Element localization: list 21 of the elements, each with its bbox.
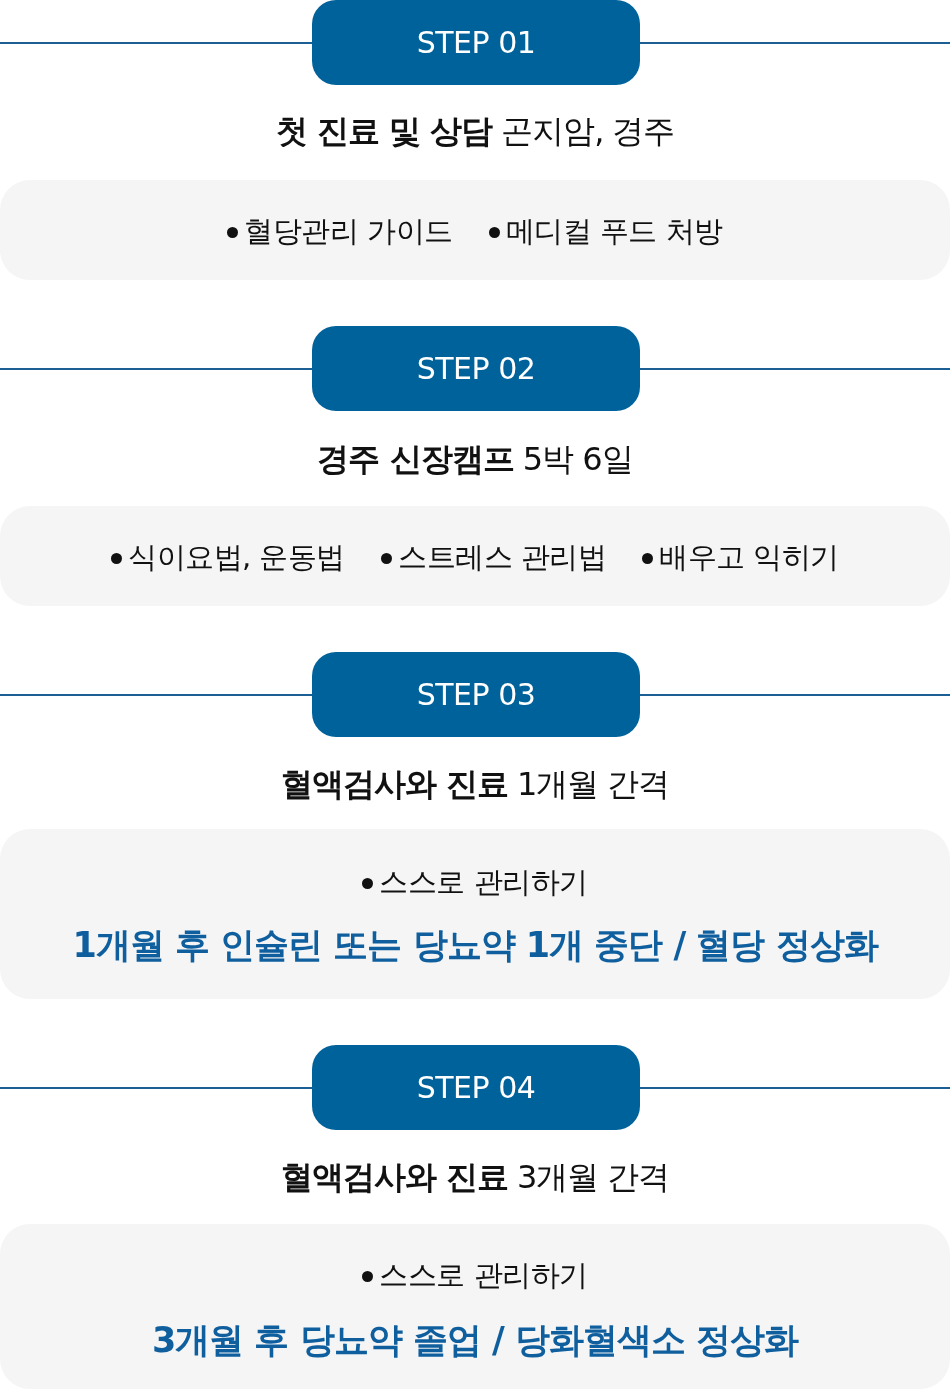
highlight-text: 1개월 후 인슐린 또는 당뇨약 1개 중단 / 혈당 정상화 — [71, 923, 880, 967]
step-title: 첫 진료 및 상담 곤지암, 경주 — [274, 111, 676, 152]
list-item-text: 식이요법, 운동법 — [128, 539, 345, 576]
info-panel — [0, 1224, 950, 1389]
step-title: 혈액검사와 진료 1개월 간격 — [279, 764, 671, 805]
step-title: 혈액검사와 진료 3개월 간격 — [279, 1157, 671, 1198]
step-title: 경주 신장캠프 5박 6일 — [316, 439, 634, 480]
list-item-text: 스트레스 관리법 — [398, 539, 607, 576]
list-item-text: 스스로 관리하기 — [379, 1257, 588, 1294]
list-item-text: 메디컬 푸드 처방 — [505, 213, 723, 250]
info-panel — [0, 829, 950, 999]
step-badge: STEP 01 — [312, 0, 640, 85]
step-badge: STEP 04 — [312, 1045, 640, 1130]
list-item-text: 스스로 관리하기 — [379, 864, 588, 901]
step-badge: STEP 02 — [312, 326, 640, 411]
highlight-text: 3개월 후 당뇨약 졸업 / 당화혈색소 정상화 — [150, 1318, 800, 1362]
list-item-text: 혈당관리 가이드 — [244, 213, 453, 250]
step-badge: STEP 03 — [312, 652, 640, 737]
list-item-text: 배우고 익히기 — [659, 539, 839, 576]
info-panel — [0, 506, 950, 606]
info-panel — [0, 180, 950, 280]
